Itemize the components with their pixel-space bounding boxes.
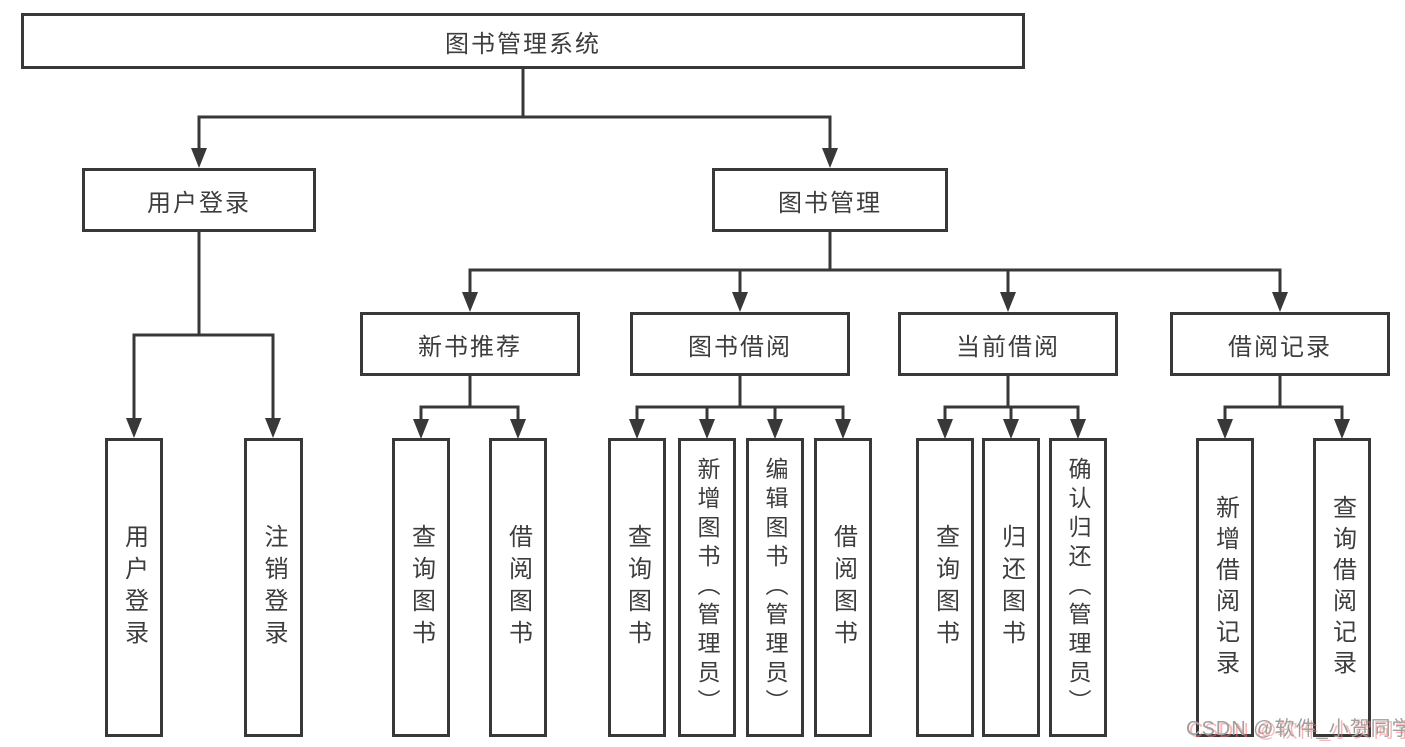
leaf-query-books-borrowing: 查询图书 <box>608 438 666 737</box>
leaf-query-books-recommend: 查询图书 <box>392 438 450 737</box>
node-user-login: 用户登录 <box>82 168 316 232</box>
leaf-edit-book-admin: 编辑图书（管理员） <box>746 438 804 737</box>
leaf-logout: 注销登录 <box>244 438 303 737</box>
watermark: CSDN @软件_小贺同学 <box>1186 718 1405 740</box>
leaf-query-borrow-record: 查询借阅记录 <box>1313 438 1371 737</box>
node-borrowing-records: 借阅记录 <box>1170 312 1390 376</box>
node-book-management: 图书管理 <box>712 168 948 232</box>
leaf-add-borrow-record: 新增借阅记录 <box>1196 438 1254 737</box>
node-book-borrowing: 图书借阅 <box>630 312 850 376</box>
leaf-borrow-books-borrowing: 借阅图书 <box>814 438 872 737</box>
leaf-confirm-return-admin: 确认归还（管理员） <box>1049 438 1107 737</box>
leaf-return-books: 归还图书 <box>982 438 1040 737</box>
node-new-book-recommend: 新书推荐 <box>360 312 580 376</box>
leaf-query-books-current: 查询图书 <box>916 438 974 737</box>
leaf-borrow-books-recommend: 借阅图书 <box>489 438 547 737</box>
leaf-add-book-admin: 新增图书（管理员） <box>678 438 736 737</box>
node-current-borrowing: 当前借阅 <box>898 312 1118 376</box>
leaf-user-login: 用户登录 <box>105 438 163 737</box>
node-root-system: 图书管理系统 <box>21 13 1025 69</box>
